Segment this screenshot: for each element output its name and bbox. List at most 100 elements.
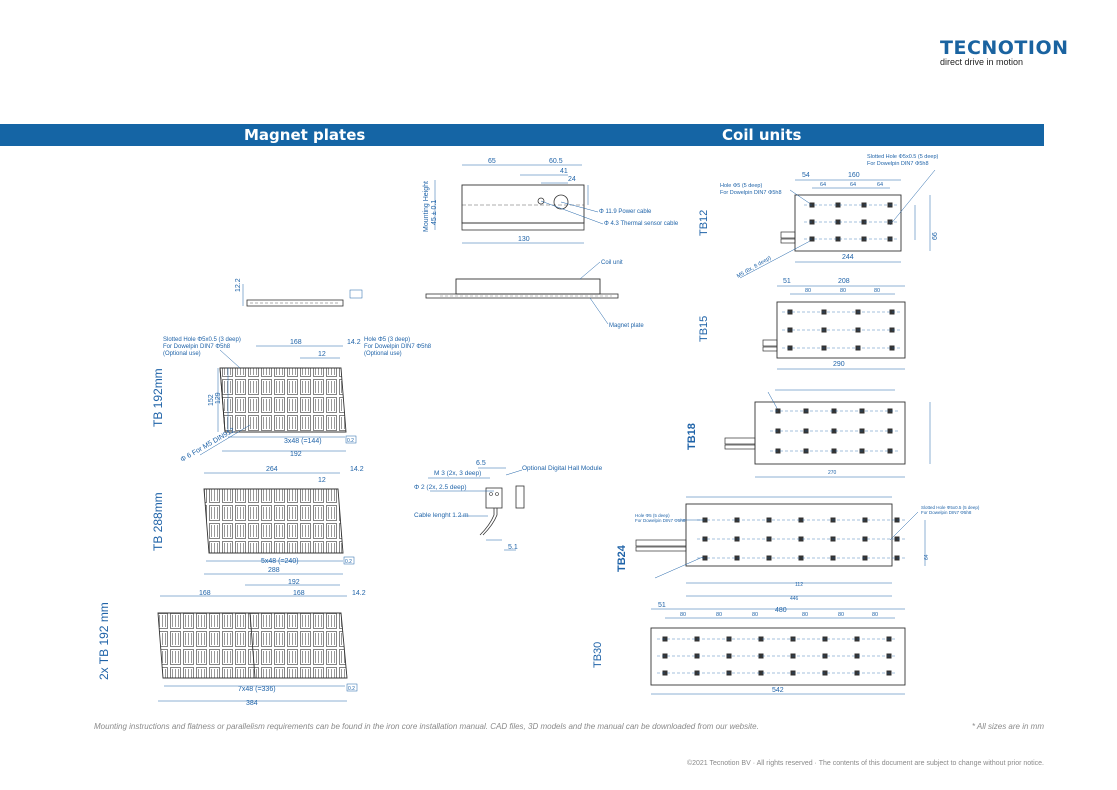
- tb30-mounting-holes: [657, 636, 897, 676]
- tb30-dim-80f: 80: [872, 612, 878, 618]
- tb30-dim-480: 480: [775, 607, 787, 614]
- tb12-coil-drawing: 54 160 64 64 64 244 66 Slotted Hole Φ5x0…: [720, 154, 939, 280]
- brand-name: TECNOTION: [940, 37, 1069, 59]
- tb2x192-tolerance: 0.2: [348, 686, 355, 692]
- label-tb24: TB24: [616, 544, 628, 572]
- tb288-plate-drawing: 264 14.2 12 5x48 (=240) 288 0.2: [203, 466, 364, 575]
- mounting-hole: [798, 555, 804, 561]
- mounting-hole: [831, 448, 837, 454]
- brand-logo: TECNOTION direct drive in motion: [940, 37, 1069, 68]
- tb192-plate-drawing: 168 12 14.2 3x48 (=144) 192 0.2 152 129 …: [180, 339, 361, 464]
- label-tb192: TB 192mm: [151, 368, 165, 427]
- hall-dim-6-5: 6.5: [476, 460, 486, 467]
- tb30-dim-80a: 80: [680, 612, 686, 618]
- tb192-tolerance: 0.2: [347, 438, 354, 444]
- tb15-dim-80a: 80: [805, 288, 811, 294]
- mounting-hole: [835, 202, 841, 208]
- magnet-plate-label: Magnet plate: [609, 323, 644, 329]
- tb18-coil-drawing: 270: [724, 389, 931, 478]
- tb288-dim-12: 12: [318, 477, 326, 484]
- tb15-dim-80c: 80: [874, 288, 880, 294]
- tb12-dim-54: 54: [802, 172, 810, 179]
- side-dim-130: 130: [518, 236, 530, 243]
- tb2x192-dim-pitch: 7x48 (=336): [238, 686, 276, 693]
- tb24-hole-callout-1: Hole Φ5 (5 deep): [635, 513, 670, 518]
- tb192-screw-callout: Φ 6 For M5 DIN912: [180, 427, 237, 464]
- tb192-dim-12: 12: [318, 351, 326, 358]
- tb12-dim-64b: 64: [850, 182, 856, 188]
- hall-cable-length: Cable lenght 1.2 m: [414, 512, 469, 519]
- tb30-coil-drawing: 51 480 80 80 80 80 80 80 542: [650, 602, 906, 695]
- tb192-dim-pitch: 3x48 (=144): [284, 438, 322, 445]
- tb30-dim-80e: 80: [838, 612, 844, 618]
- mounting-hole: [835, 236, 841, 242]
- tb192-dim-129: 129: [215, 392, 222, 404]
- mounting-height-value: 45 ± 0.1: [431, 200, 438, 225]
- mounting-hole: [831, 408, 837, 414]
- label-tb12: TB12: [698, 210, 710, 236]
- magnet-plates-title: Magnet plates: [244, 126, 366, 144]
- hall-screw-callout: M 3 (2x, 3 deep): [434, 470, 481, 477]
- coil-units-title: Coil units: [722, 126, 802, 144]
- tb15-mounting-holes: [782, 309, 900, 351]
- tb12-dim-64c: 64: [877, 182, 883, 188]
- mounting-hole: [835, 219, 841, 225]
- label-tb15: TB15: [698, 316, 710, 342]
- tb30-dim-80c: 80: [752, 612, 758, 618]
- tb24-slotted-callout-1: Slotted Hole Φ5x0.5 (5 deep): [921, 505, 980, 510]
- coil-side-view: 65 60.5 41 24 130 Mounting Height 45 ± 0…: [423, 158, 679, 244]
- tb192-dim-total: 192: [290, 451, 302, 458]
- tb288-tolerance: 0.2: [345, 559, 352, 565]
- tb2x192-dim-14-2: 14.2: [352, 590, 366, 597]
- mounting-height-label: Mounting Height: [423, 181, 430, 232]
- tb12-dim-64a: 64: [820, 182, 826, 188]
- tb30-dim-542: 542: [772, 687, 784, 694]
- tb24-dim-112: 112: [795, 582, 803, 588]
- tb288-dim-total: 288: [268, 567, 280, 574]
- tb12-dim-244: 244: [842, 254, 854, 261]
- tb12-slotted-callout-2: For Dowelpin DIN7 Φ5h8: [867, 161, 929, 167]
- tb192-dim-168: 168: [290, 339, 302, 346]
- tb192-slotted-callout-3: (Optional use): [163, 351, 201, 357]
- tb2x192-plate-drawing: 192 168 168 14.2 7x48 (=336) 384 0.2: [157, 579, 366, 707]
- hall-dim-5-1: 5.1: [508, 544, 518, 551]
- power-cable-label: Φ 11.9 Power cable: [599, 209, 652, 215]
- tb15-dim-290: 290: [833, 361, 845, 368]
- magnet-plate-side-profile: 12.2: [235, 278, 363, 307]
- tb15-dim-51: 51: [783, 278, 791, 285]
- tb15-coil-drawing: 51 208 80 80 80 290: [762, 278, 906, 370]
- tb288-dim-pitch: 5x48 (=240): [261, 558, 299, 565]
- footer-units-note: * All sizes are in mm: [971, 722, 1044, 731]
- mounting-hole: [798, 517, 804, 523]
- side-dim-24: 24: [568, 176, 576, 183]
- tb24-dim-446: 446: [790, 596, 799, 602]
- label-tb288: TB 288mm: [151, 492, 165, 551]
- tb15-dim-208: 208: [838, 278, 850, 285]
- tb18-dim-270: 270: [828, 470, 837, 476]
- tb12-slotted-callout-1: Slotted Hole Φ5x0.5 (5 deep): [867, 154, 939, 160]
- tb24-slotted-callout-2: For Dowelpin DIN7 Φ5h8: [921, 510, 972, 515]
- tb192-hole-callout-2: For Dowelpin DIN7 Φ5h8: [364, 344, 432, 350]
- mounting-hole: [758, 670, 764, 676]
- tb192-slotted-callout-1: Slotted Hole Φ5x0.5 (3 deep): [163, 337, 241, 343]
- tb30-dim-80d: 80: [802, 612, 808, 618]
- coil-unit-label: Coil unit: [601, 260, 623, 266]
- tb30-dim-51: 51: [658, 602, 666, 609]
- tb2x192-dim-192: 192: [288, 579, 300, 586]
- tb192-hole-callout-3: (Optional use): [364, 351, 402, 357]
- mounting-hole: [831, 428, 837, 434]
- tb192-dim-152: 152: [208, 394, 215, 406]
- tb24-coil-drawing: Hole Φ5 (5 deep) For Dowelpin DIN7 Φ5h8 …: [635, 496, 980, 602]
- tb2x192-dim-168b: 168: [293, 590, 305, 597]
- tb2x192-dim-total: 384: [246, 700, 258, 707]
- coil-on-magnet-plate: Coil unit Magnet plate: [425, 260, 644, 329]
- brand-tagline: direct drive in motion: [940, 57, 1024, 67]
- tb12-dim-160: 160: [848, 172, 860, 179]
- tb192-hole-callout-1: Hole Φ5 (3 deep): [364, 337, 410, 343]
- tb24-mounting-holes: [697, 517, 905, 561]
- label-tb18: TB18: [686, 423, 698, 450]
- tb12-screw-callout: M5 (8x, 8 deep): [736, 255, 773, 280]
- tb24-dim-64: 64: [924, 554, 930, 560]
- tb12-dim-66: 66: [932, 232, 939, 240]
